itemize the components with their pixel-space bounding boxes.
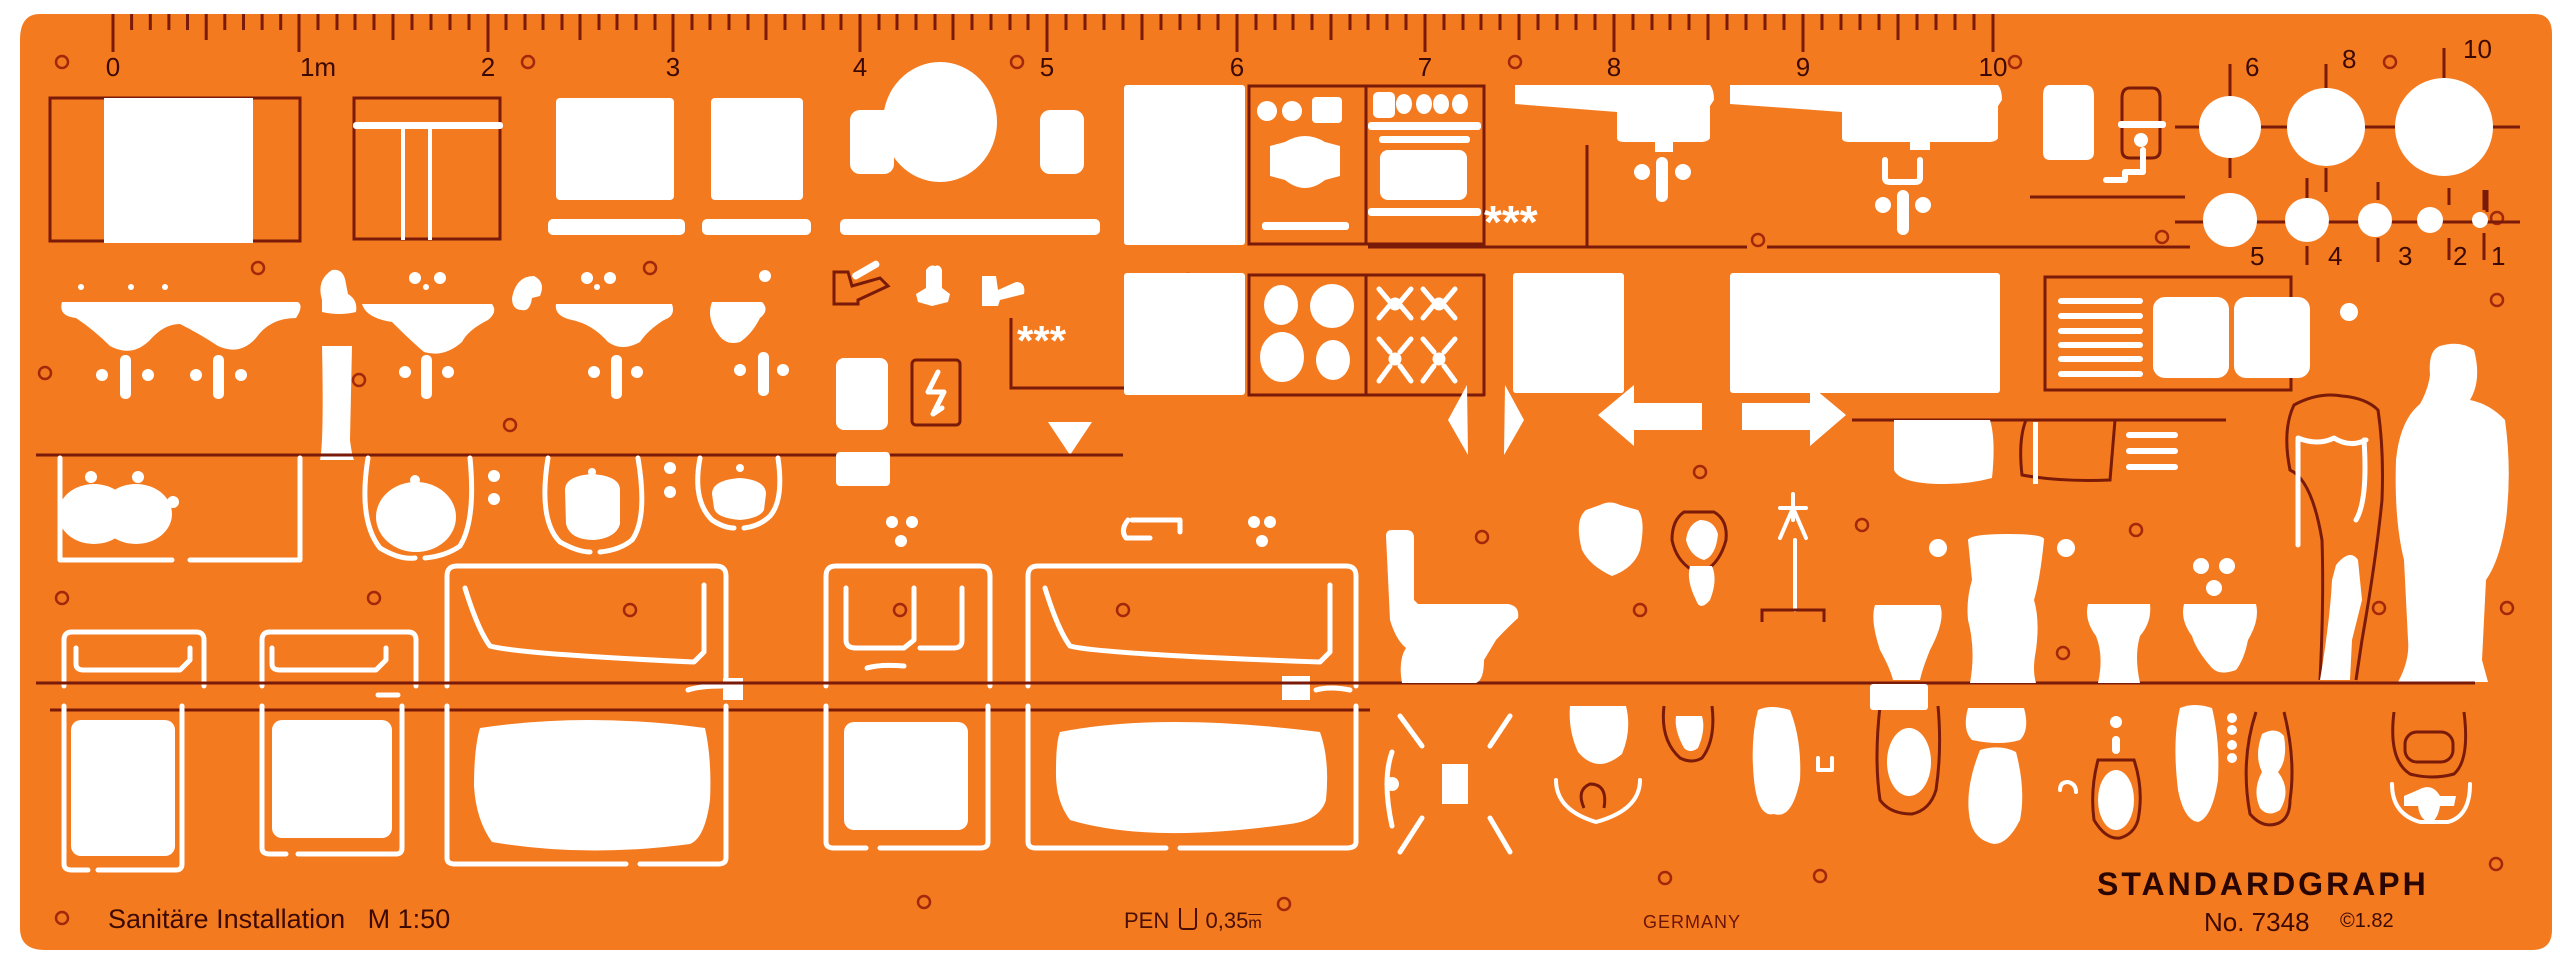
stove-oven-symbol (1364, 84, 1486, 246)
origin-label: GERMANY (1643, 912, 1742, 932)
triangle-marker (1048, 422, 1092, 455)
ruler-label-1m: 1m (299, 52, 337, 82)
ruler-label-4: 4 (852, 52, 868, 82)
pen-spec: PEN 0,35m (1124, 908, 1262, 934)
ruler-label-8: 8 (1606, 52, 1622, 82)
ruler-label-0: 0 (105, 52, 121, 82)
shower-curtain-cabinet-symbol (352, 96, 503, 241)
circle-label-4: 4 (2328, 241, 2343, 271)
male-figure-solid (2395, 343, 2509, 682)
washbasin-large-symbol (362, 272, 495, 399)
circle-template (2175, 48, 2520, 265)
circle-label-5: 5 (2250, 241, 2265, 271)
wall-cabinet-lower (836, 452, 890, 486)
copyright-label: ©1.82 (2340, 910, 2394, 932)
faucets-symbols (832, 260, 1025, 306)
shower-head-symbol (1760, 492, 1826, 622)
urinal-hanging-symbol (1670, 510, 1728, 606)
circle-label-8: 8 (2342, 44, 2357, 74)
wc-cistern-group (1873, 534, 2257, 683)
water-heater-symbol (2043, 85, 2166, 183)
male-figure-outline (2285, 393, 2384, 681)
bathtub-plan-large-2 (1025, 703, 1359, 851)
pen-unit: m (1248, 915, 1262, 932)
toilet-plan-4 (2175, 705, 2219, 822)
bidet-plan-2 (2227, 711, 2294, 827)
floor-drain-symbol (1384, 713, 1513, 855)
registration-holes (37, 54, 2515, 926)
bathtub-plan-small-1 (61, 703, 185, 873)
stencil-title: Sanitäre Installation M 1:50 (108, 904, 450, 935)
scale-text: M 1:50 (367, 904, 451, 934)
title-text: Sanitäre Installation (108, 904, 346, 934)
model-number: No. 7348 (2204, 907, 2310, 937)
basin-plan-group (57, 455, 783, 563)
ruler-label-6: 6 (1229, 52, 1245, 82)
faucet-gooseneck-symbol (512, 276, 542, 311)
double-washbasin-symbol (61, 284, 301, 399)
wall-cabinet-side (2019, 419, 2178, 484)
pen-size: 0,35 (1205, 908, 1249, 933)
bathtub-plan-small-2 (259, 703, 405, 857)
electric-outlet-symbol (836, 358, 962, 430)
washbasin-small-symbol (710, 270, 789, 396)
door-arrows-symbol (1448, 385, 1524, 455)
ruler-label-9: 9 (1795, 52, 1811, 82)
shower-tray-plan (823, 703, 991, 851)
direction-arrows-symbol (1598, 385, 1846, 446)
circle-label-3: 3 (2398, 241, 2413, 271)
shower-tray-elevation (823, 516, 993, 689)
ruler-label-3: 3 (665, 52, 681, 82)
washbasin-medium-symbol (555, 272, 673, 399)
kitchen-sink-double-symbol (1730, 85, 2002, 235)
urinal-bowl-symbol (1578, 502, 1643, 576)
svg-text:***: *** (1017, 317, 1067, 364)
drainer-sink-plan-symbol (2043, 275, 2358, 392)
asterisk-marks-top: *** (1484, 196, 1538, 248)
cabinet-plan-1 (1124, 273, 1245, 395)
wall-toilet-plan (2390, 711, 2472, 824)
square-cabinets-symbol (548, 98, 811, 235)
bathtub-elevation-large-1 (444, 563, 743, 700)
counter-line-top (1368, 145, 2190, 249)
counter-plan-2 (1730, 273, 2000, 393)
bathtub-elevation-small-1 (61, 629, 207, 689)
toilet-plan-1 (1752, 707, 1801, 815)
urinal-plan-symbol (1554, 706, 1642, 824)
ruler-label-10: 10 (1978, 52, 2008, 82)
circle-label-6: 6 (2245, 52, 2260, 82)
hob-asterisks-symbol: *** (1009, 317, 1125, 390)
pen-nib-icon (1179, 908, 1198, 930)
toilet-plan-2 (1870, 684, 1942, 816)
pen-label: PEN (1124, 908, 1170, 933)
hob-4-plate-symbol (1247, 273, 1368, 397)
refrigerator-symbol (1124, 85, 1245, 245)
ruler-ticks (111, 14, 1995, 52)
counter-plan-1 (1513, 273, 1624, 393)
bathtub-elevation-large-2 (1025, 516, 1359, 700)
bidet-plan (2091, 716, 2142, 840)
kitchen-sink-single-symbol (1515, 85, 1714, 202)
wardrobe-symbol (48, 96, 302, 243)
circle-label-1: 1 (2491, 241, 2506, 271)
urinal-wall-plan-symbol (1661, 705, 1715, 763)
gas-burner-symbol (1364, 273, 1486, 397)
ruler-label-5: 5 (1039, 52, 1055, 82)
brand-name: STANDARDGRAPH (2097, 866, 2429, 902)
circle-label-2: 2 (2453, 241, 2468, 271)
ruler-label-7: 7 (1417, 52, 1433, 82)
ruler-label-2: 2 (480, 52, 496, 82)
circle-label-10: 10 (2463, 34, 2492, 64)
table-with-chairs-symbol (840, 62, 1100, 235)
bathtub-plan-large-1 (444, 703, 729, 867)
wall-cabinet-plan (1894, 420, 1994, 484)
toilet-elevation-symbol (1386, 530, 1519, 683)
svg-text:***: *** (1484, 196, 1538, 248)
u-symbol (1816, 756, 1834, 772)
pedestal-washbasin-symbol (320, 269, 357, 460)
toilet-plan-3 (1965, 708, 2078, 844)
bathtub-elevation-small-2 (259, 629, 419, 698)
